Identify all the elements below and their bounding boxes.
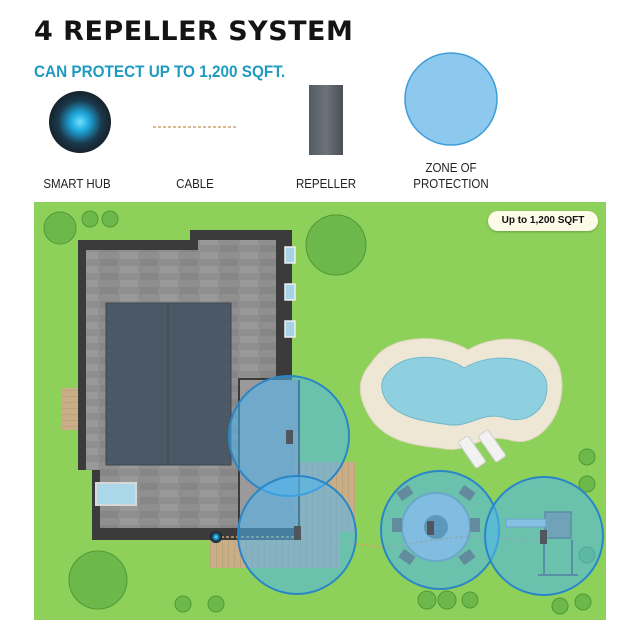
pool-water (381, 356, 548, 426)
bush-icon (207, 595, 225, 613)
bush-icon (437, 590, 457, 610)
window (284, 246, 296, 264)
bushes (43, 210, 596, 615)
window (284, 283, 296, 301)
repeller-icon (540, 530, 547, 544)
zone-of-protection-icon (404, 52, 498, 146)
legend-icons (49, 52, 498, 155)
tree-icon (68, 550, 128, 610)
page-title: 4 REPELLER SYSTEM (34, 16, 354, 47)
pool (359, 338, 563, 469)
coverage-badge: Up to 1,200 SQFT (488, 211, 598, 231)
bush-icon (461, 591, 479, 609)
tree-icon (305, 214, 367, 276)
repeller-icon (309, 85, 343, 155)
bush-icon (43, 211, 77, 245)
bush-icon (574, 593, 592, 611)
bush-icon (417, 590, 437, 610)
bush-icon (551, 597, 569, 615)
bush-icon (101, 210, 119, 228)
legend-label-zone-of-protection: ZONE OF PROTECTION (413, 161, 489, 191)
repeller-icon (294, 526, 301, 540)
repellers (286, 430, 547, 544)
legend-label-cable: CABLE (176, 177, 214, 191)
bush-icon (81, 210, 99, 228)
lounge-chairs (458, 429, 506, 469)
zone-of-protection-3 (380, 470, 500, 590)
repeller-icon (286, 430, 293, 444)
smart-hub-icon (49, 91, 111, 153)
smart-hub-icon (210, 531, 222, 543)
skylight (95, 482, 137, 506)
bush-icon (578, 475, 596, 493)
repeller-icon (427, 521, 434, 535)
legend-label-repeller: REPELLER (295, 177, 357, 191)
window (284, 320, 296, 338)
bush-icon (578, 448, 596, 466)
bush-icon (174, 595, 192, 613)
legend-label-smart-hub: SMART HUB (43, 177, 111, 191)
page-subtitle: CAN PROTECT UP TO 1,200 SQFT. (34, 62, 286, 81)
